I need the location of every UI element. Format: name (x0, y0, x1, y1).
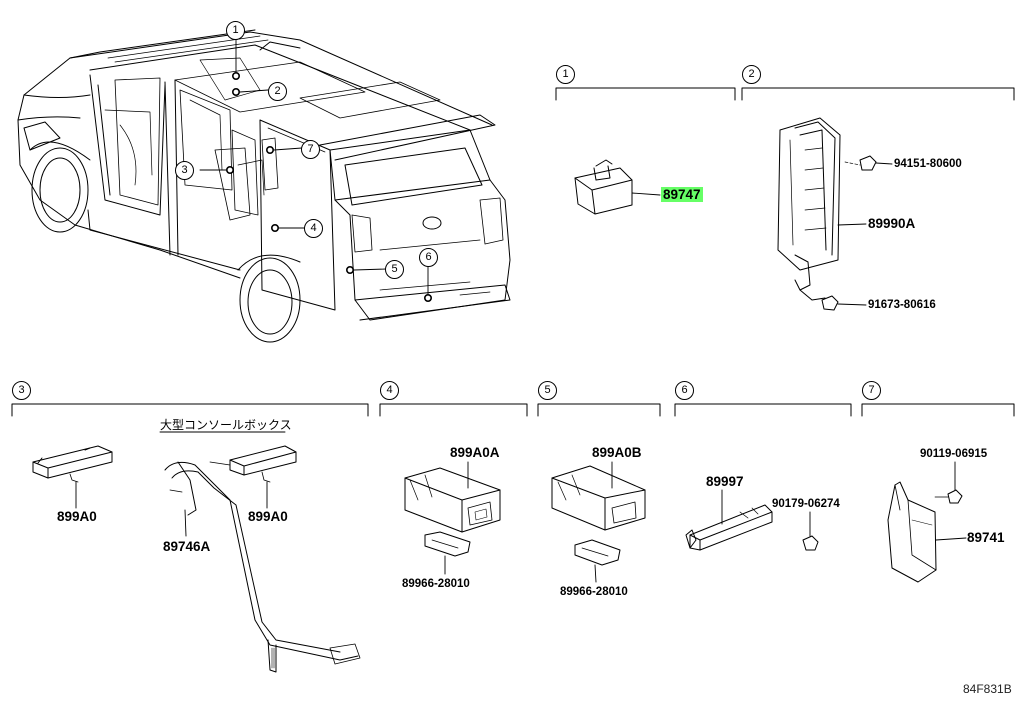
part-label-899A0B[interactable]: 899A0B (592, 445, 642, 460)
section-6-number: 6 (675, 381, 694, 400)
callout-4[interactable]: 4 (304, 219, 323, 238)
part-89990A-drawing (777, 117, 893, 311)
section-4-number: 4 (380, 381, 399, 400)
section-7-number: 7 (862, 381, 881, 400)
callout-1[interactable]: 1 (226, 21, 245, 40)
section-3-number: 3 (12, 381, 31, 400)
part-label-899A0A[interactable]: 899A0A (450, 445, 500, 460)
callout-5[interactable]: 5 (385, 260, 404, 279)
part-89747-drawing (574, 159, 661, 215)
section-1-number: 1 (556, 65, 575, 84)
part-label-89746A[interactable]: 89746A (163, 539, 211, 554)
part-label-89741[interactable]: 89741 (967, 530, 1005, 545)
part-label-89990A[interactable]: 89990A (868, 216, 916, 231)
part-7-drawing (887, 461, 967, 583)
part-6-drawing (685, 489, 819, 551)
figure-code: 84F831B (963, 682, 1012, 696)
part-89747-highlight[interactable]: 89747 (661, 187, 703, 202)
vehicle-illustration (17, 29, 511, 343)
part-label-89747[interactable]: 89747 (661, 187, 703, 202)
callout-2[interactable]: 2 (268, 82, 287, 101)
callout-6[interactable]: 6 (419, 248, 438, 267)
part-label-89997[interactable]: 89997 (706, 474, 744, 489)
console-box-note: 大型コンソールボックス (160, 418, 292, 432)
part-5-drawing (551, 461, 646, 583)
part-label-89966-28010-b[interactable]: 89966-28010 (560, 586, 628, 598)
section-2-number: 2 (742, 65, 761, 84)
part-3-drawing (32, 431, 361, 673)
callout-7[interactable]: 7 (301, 140, 320, 159)
part-label-90119-06915[interactable]: 90119-06915 (920, 448, 988, 460)
part-label-90179-06274[interactable]: 90179-06274 (772, 498, 840, 510)
part-label-94151-80600[interactable]: 94151-80600 (894, 158, 962, 170)
part-label-899A0-right[interactable]: 899A0 (248, 509, 288, 524)
part-label-89966-28010-a[interactable]: 89966-28010 (402, 578, 470, 590)
callout-3[interactable]: 3 (175, 161, 194, 180)
part-4-drawing (404, 461, 501, 575)
section-brackets (11, 87, 1015, 417)
section-5-number: 5 (538, 381, 557, 400)
part-label-899A0-left[interactable]: 899A0 (57, 509, 97, 524)
part-label-91673-80616[interactable]: 91673-80616 (868, 299, 936, 311)
